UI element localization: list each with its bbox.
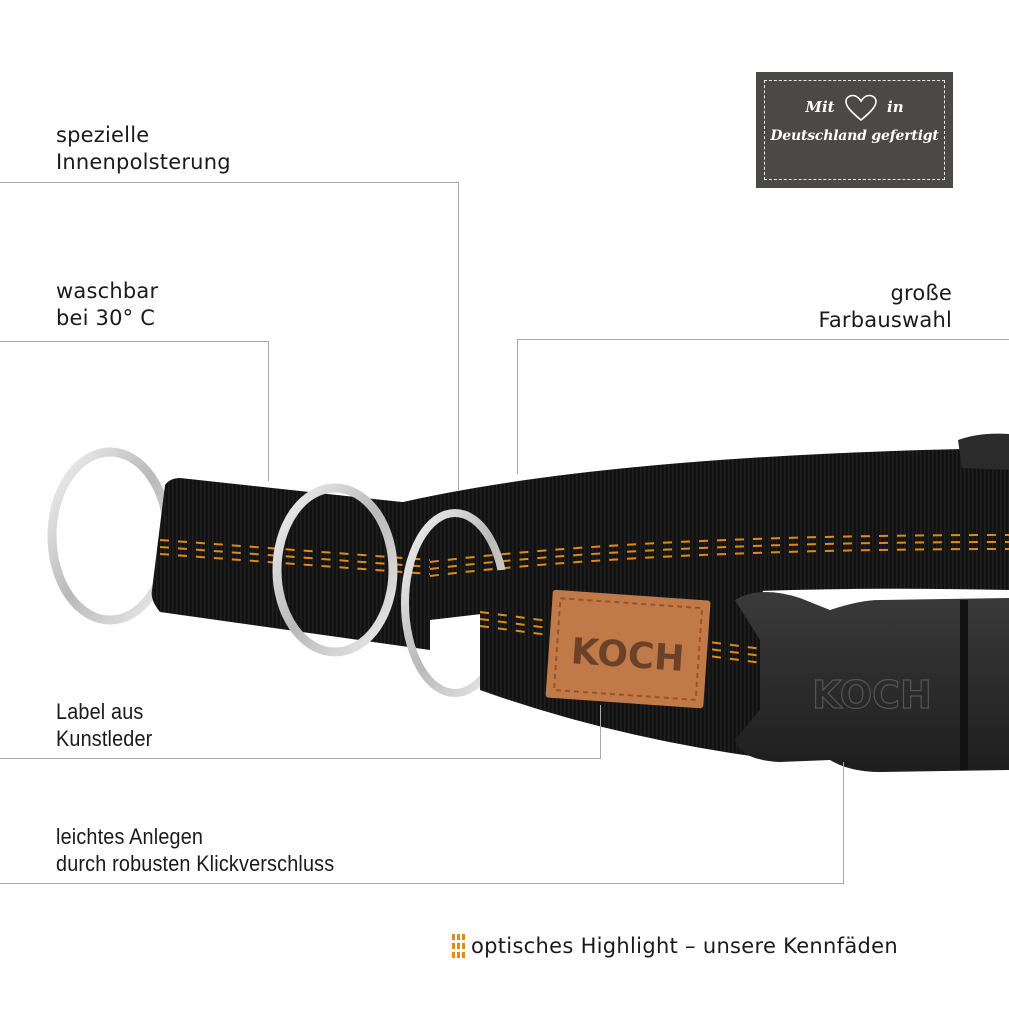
- callout-line-label-h: [0, 758, 601, 759]
- svg-text:KOCH: KOCH: [812, 673, 932, 717]
- callout-line-washable-v: [268, 341, 269, 481]
- legend-text: optisches Highlight – unsere Kennfäden: [471, 934, 898, 958]
- callout-line-buckle-h: [0, 883, 844, 884]
- made-in-germany-badge: Mit in Deutschland gefertigt: [756, 72, 953, 188]
- feature-padding-line1: spezielle: [56, 123, 150, 147]
- feature-colors: große Farbauswahl: [819, 280, 953, 334]
- leather-label: KOCH: [545, 589, 711, 709]
- callout-line-label-v: [600, 705, 601, 759]
- feature-buckle-line1: leichtes Anlegen: [56, 824, 204, 849]
- feature-washable-line2: bei 30° C: [56, 306, 156, 330]
- badge-text-mit: Mit: [805, 98, 835, 116]
- feature-colors-line2: Farbauswahl: [818, 308, 952, 332]
- feature-label-line1: Label aus: [56, 699, 144, 724]
- callout-line-padding-h: [0, 182, 459, 183]
- feature-label: Label aus Kunstleder: [56, 698, 152, 752]
- badge-line2: Deutschland gefertigt: [770, 128, 939, 144]
- callout-line-washable-h: [0, 341, 269, 342]
- callout-line-colors-v: [517, 339, 518, 474]
- feature-label-line2: Kunstleder: [56, 726, 153, 751]
- orange-thread-marks-icon: [452, 934, 465, 958]
- feature-padding: spezielle Innenpolsterung: [56, 122, 231, 176]
- svg-text:KOCH: KOCH: [570, 631, 686, 680]
- callout-line-padding-v: [458, 182, 459, 490]
- heart-icon: [845, 94, 877, 122]
- slider-clip: [958, 433, 1009, 470]
- feature-washable-line1: waschbar: [56, 279, 159, 303]
- o-ring-left: [47, 447, 173, 625]
- badge-text-in: in: [887, 98, 904, 116]
- feature-washable: waschbar bei 30° C: [56, 278, 158, 332]
- thread-legend: optisches Highlight – unsere Kennfäden: [452, 934, 898, 958]
- badge-stitch-border: [764, 80, 945, 180]
- feature-buckle: leichtes Anlegen durch robusten Klickver…: [56, 823, 334, 877]
- thread-lines-upper: [429, 534, 1009, 577]
- badge-line1: Mit in: [756, 94, 953, 122]
- feature-colors-line1: große: [890, 281, 952, 305]
- side-release-buckle: KOCH: [735, 591, 1009, 772]
- callout-line-buckle-v: [843, 762, 844, 884]
- feature-padding-line2: Innenpolsterung: [56, 150, 231, 174]
- callout-line-colors-h: [517, 339, 1009, 340]
- feature-buckle-line2: durch robusten Klickverschluss: [56, 851, 335, 876]
- o-ring-middle: [272, 483, 398, 657]
